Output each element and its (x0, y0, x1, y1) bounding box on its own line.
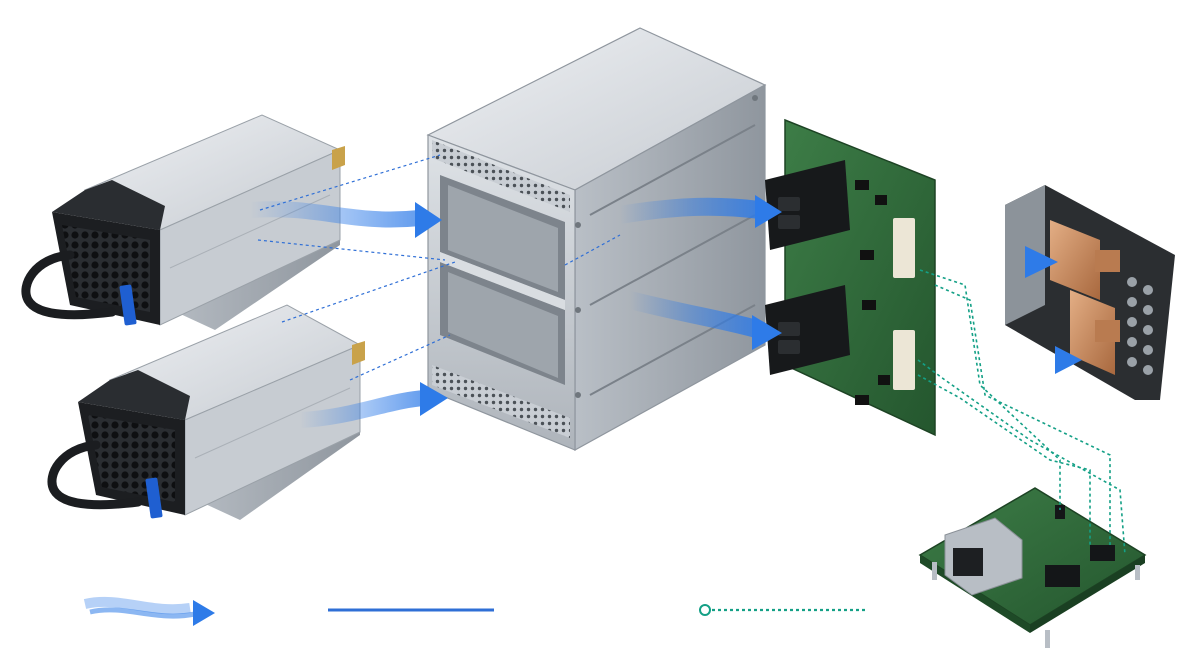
signal-path-guides (917, 269, 1126, 556)
backplane-power-connector-lower[interactable] (765, 285, 850, 375)
airflow-arrowhead-icon (420, 382, 448, 416)
airflow-arrow-icon (193, 600, 215, 626)
busbar-terminal-block (1005, 185, 1175, 400)
management-header[interactable] (1045, 565, 1080, 587)
legend-airflow (83, 596, 215, 626)
airflow-arrows (242, 195, 1082, 428)
chassis-vent-top (432, 140, 570, 212)
legend (83, 596, 865, 626)
psu-release-latch[interactable] (119, 284, 137, 326)
power-output-arrowhead-icon (1025, 246, 1058, 278)
chassis-vent-bottom (432, 365, 570, 438)
ethernet-port[interactable] (944, 517, 1023, 596)
airflow-arrowhead-icon (752, 315, 782, 350)
power-path-guides (257, 154, 621, 381)
management-pcb (918, 487, 1147, 648)
backplane-pcb (765, 118, 936, 437)
airflow-arrowhead-icon (415, 202, 442, 238)
power-supply-unit-2 (47, 304, 365, 520)
airflow-arrowhead-icon (755, 195, 782, 228)
backplane-header-upper[interactable] (893, 218, 915, 278)
psu-release-latch[interactable] (145, 477, 163, 519)
psu-handle[interactable] (21, 250, 117, 320)
backplane-header-lower[interactable] (893, 330, 915, 390)
legend-signal-path (699, 604, 865, 616)
power-supply-unit-1 (21, 114, 345, 330)
power-output-arrowhead-icon (1055, 346, 1082, 374)
psu-handle[interactable] (47, 440, 143, 510)
chassis-cage (426, 27, 767, 452)
backplane-power-connector-upper[interactable] (765, 160, 850, 250)
